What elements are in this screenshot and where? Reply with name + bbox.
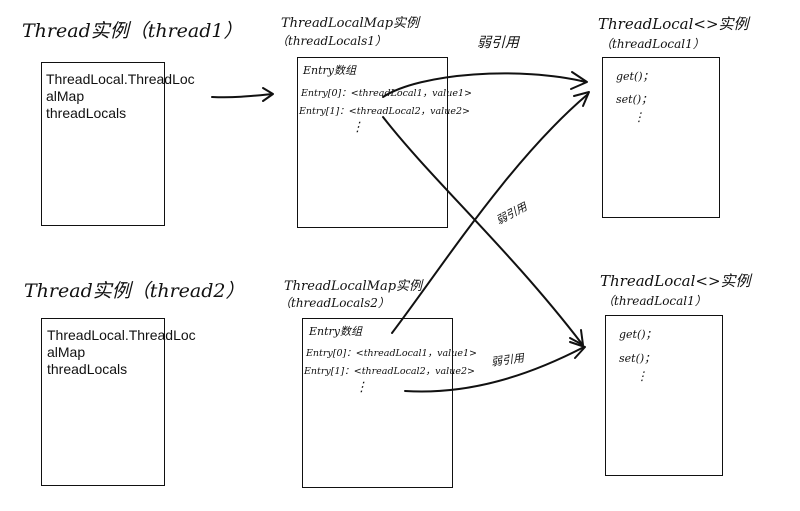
map2-ellipsis: ⋮ <box>355 380 368 395</box>
thread1-field-line2: alMap threadLocals <box>46 88 127 121</box>
map2-entry0: Entry[0]：<threadLocal1，value1> <box>306 348 477 359</box>
arrow-map2-entry1-to-tl2 <box>404 346 585 393</box>
thread1-box: ThreadLocal.ThreadLoc alMap threadLocals <box>41 62 195 226</box>
thread2-field-line2: alMap threadLocals <box>47 344 128 377</box>
thread2-box: ThreadLocal.ThreadLoc alMap threadLocals <box>41 318 196 486</box>
arrow-head-map2-entry0 <box>573 91 590 107</box>
map2-box: Entry数组 Entry[0]：<threadLocal1，value1> E… <box>302 318 477 488</box>
arrow-map1-entry1-to-tl2 <box>382 116 583 345</box>
map1-subtitle: （threadLocals1） <box>276 34 387 48</box>
thread1-field-line1: ThreadLocal.ThreadLoc <box>46 71 195 87</box>
map1-entry0: Entry[0]：<threadLocal1，value1> <box>301 88 472 99</box>
tl1-set: set()； <box>616 93 653 106</box>
arrow-head-map1-entry1 <box>569 329 584 346</box>
arrow-head-thread1 <box>262 87 274 102</box>
tl1-box: get()； set()； ⋮ <box>602 57 720 218</box>
arrow-head-map2-entry1 <box>569 341 586 359</box>
tl2-title: ThreadLocal<>实例 <box>600 272 751 290</box>
arrow-map1-entry0-to-tl1 <box>382 72 587 98</box>
tl1-ellipsis: ⋮ <box>633 110 645 124</box>
thread1-title: Thread实例（thread1） <box>22 20 243 42</box>
tl1-get: get()； <box>616 70 654 83</box>
weak-ref-label-top: 弱引用 <box>477 35 519 51</box>
map2-entry1: Entry[1]：<threadLocal2，value2> <box>304 366 475 377</box>
arrow-thread1-to-map1 <box>211 93 273 99</box>
map1-title: ThreadLocalMap实例 <box>281 16 420 31</box>
map2-subtitle: （threadLocals2） <box>279 296 390 310</box>
thread2-field-line1: ThreadLocal.ThreadLoc <box>47 327 196 343</box>
tl2-get: get()； <box>619 328 657 341</box>
map1-entry1: Entry[1]：<threadLocal2，value2> <box>299 106 470 117</box>
map1-ellipsis: ⋮ <box>351 120 364 135</box>
map1-box: Entry数组 Entry[0]：<threadLocal1，value1> E… <box>297 57 472 228</box>
map2-array-label: Entry数组 <box>309 325 363 338</box>
map2-title: ThreadLocalMap实例 <box>284 279 423 294</box>
tl2-box: get()； set()； ⋮ <box>605 315 723 476</box>
tl1-subtitle: （threadLocal1） <box>600 37 705 51</box>
tl1-title: ThreadLocal<>实例 <box>598 15 749 33</box>
arrow-head-map1-entry0 <box>570 71 588 90</box>
tl2-subtitle: （threadLocal1） <box>602 294 707 308</box>
tl2-set: set()； <box>619 352 656 365</box>
arrow-map2-entry0-to-tl1 <box>391 93 589 334</box>
map1-array-label: Entry数组 <box>303 64 357 77</box>
thread2-title: Thread实例（thread2） <box>24 280 245 302</box>
tl2-ellipsis: ⋮ <box>636 369 648 383</box>
